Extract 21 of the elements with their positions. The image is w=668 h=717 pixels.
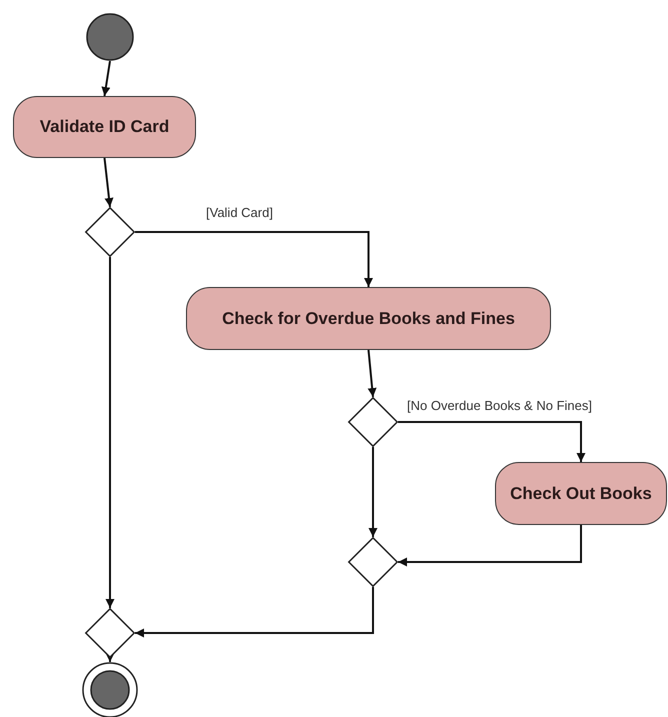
decision-diamond <box>85 207 135 257</box>
arrow <box>106 257 114 608</box>
arrow <box>104 158 114 208</box>
action-box: Check for Overdue Books and Fines <box>186 287 551 350</box>
arrow <box>368 447 378 537</box>
edge-label: [No Overdue Books & No Fines] <box>406 398 593 413</box>
arrow <box>398 525 582 566</box>
arrow <box>368 350 377 398</box>
arrow <box>135 587 374 638</box>
arrow <box>398 421 586 462</box>
action-box: Validate ID Card <box>13 96 196 158</box>
action-box: Check Out Books <box>495 462 667 525</box>
decision-diamond <box>348 537 398 587</box>
decision-diamond <box>348 397 398 447</box>
end-bullseye <box>82 662 138 717</box>
decision-diamond <box>85 608 135 658</box>
edge-label: [Valid Card] <box>205 205 274 220</box>
start-circle <box>86 13 134 61</box>
arrow <box>106 653 114 662</box>
arrow <box>135 231 373 287</box>
arrow <box>101 60 111 96</box>
